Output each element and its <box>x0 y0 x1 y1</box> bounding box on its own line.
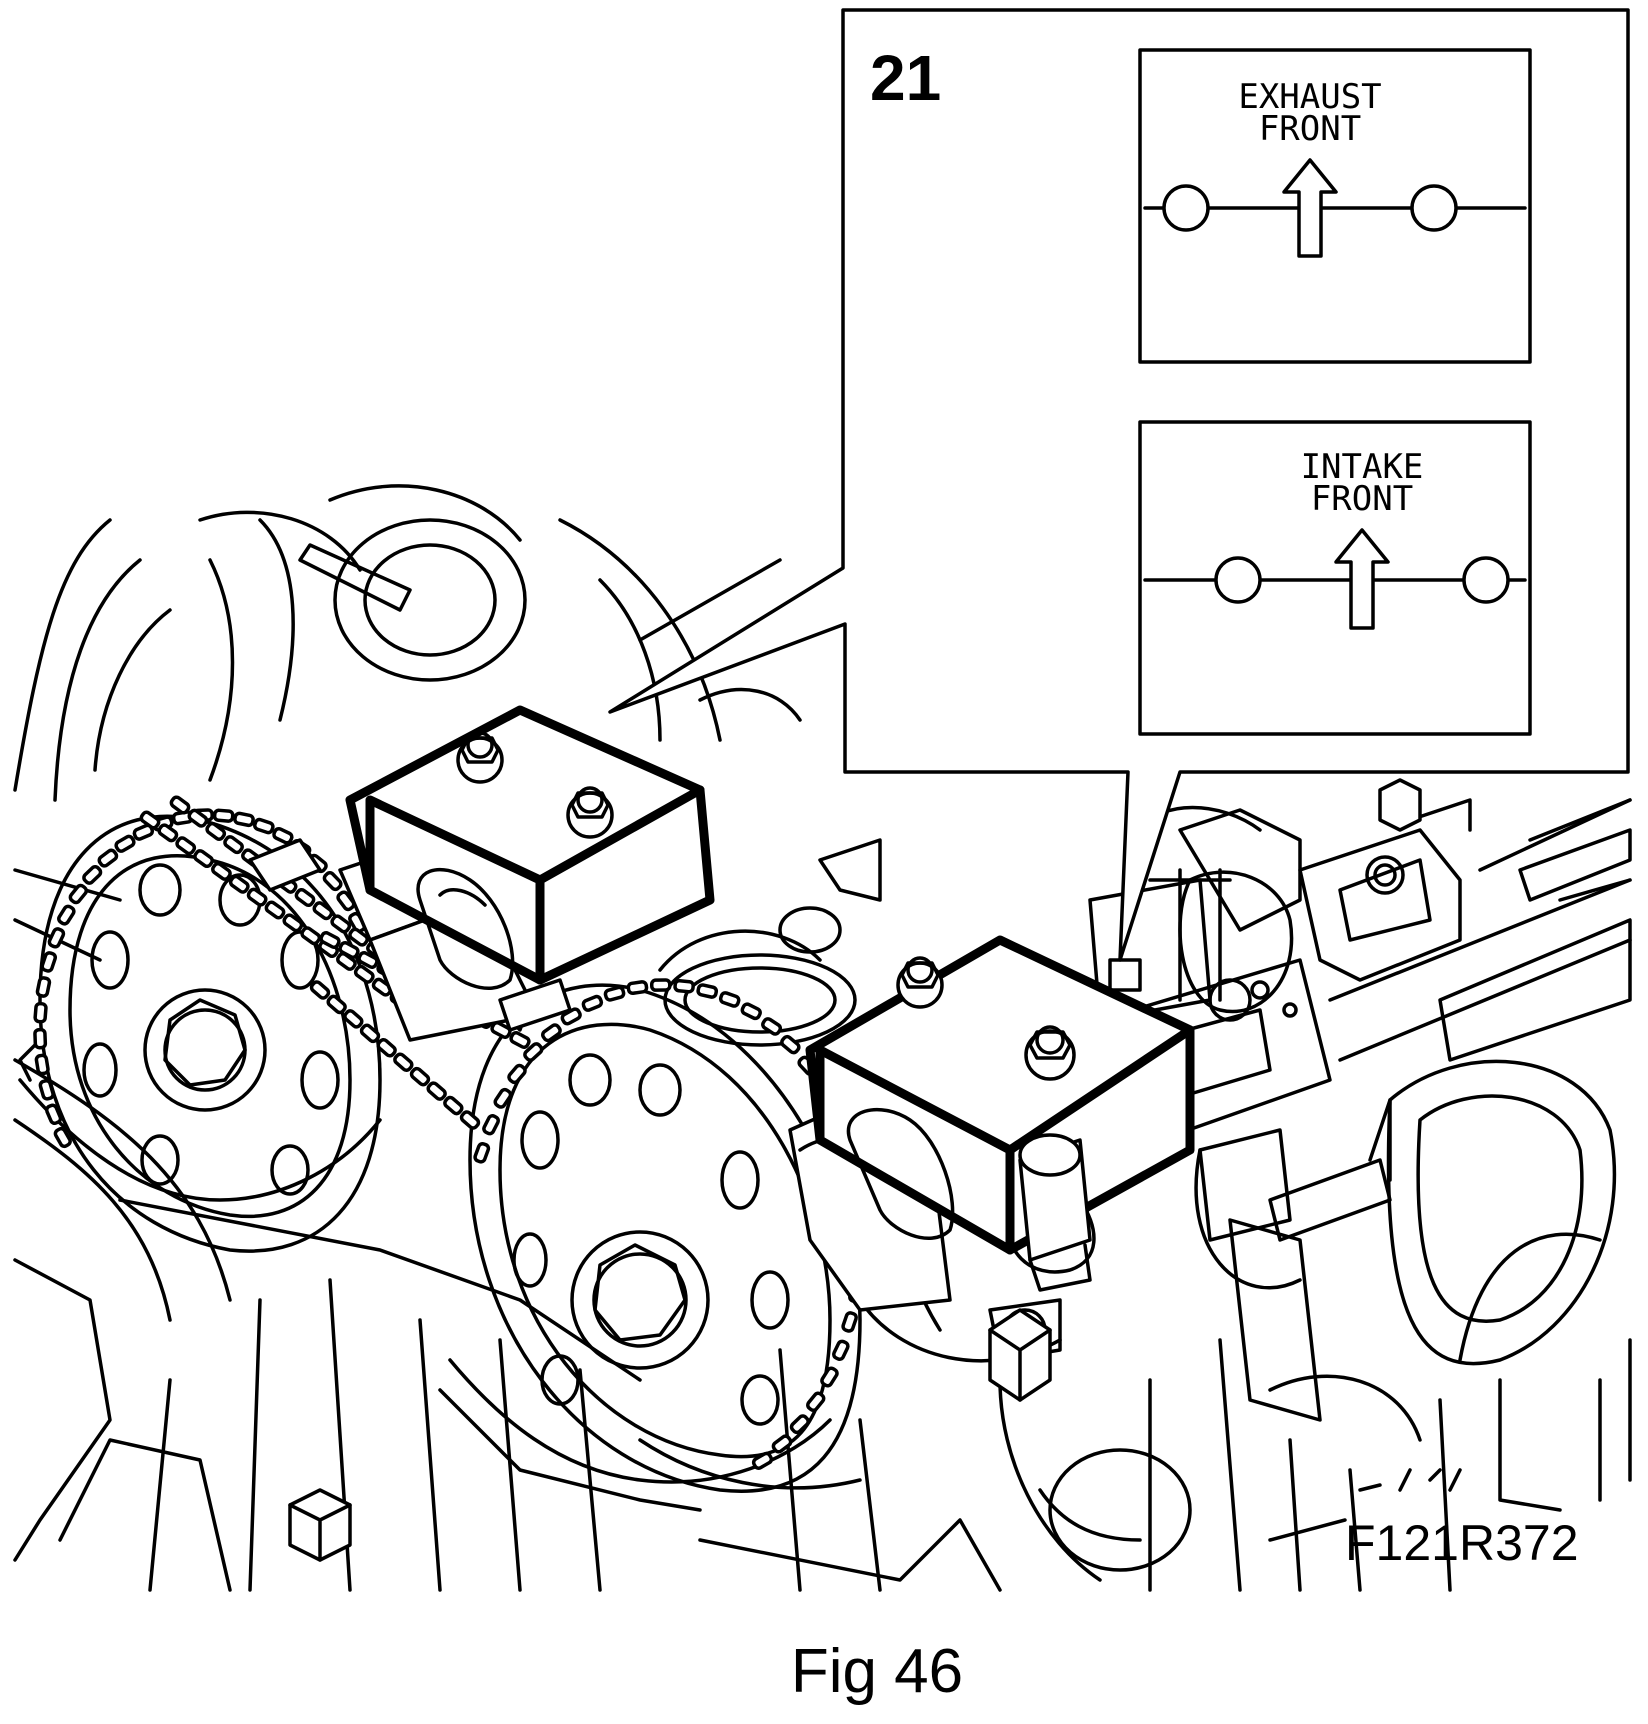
chain-link <box>841 1311 858 1333</box>
chain-link <box>357 951 379 969</box>
chain-link <box>473 1141 491 1164</box>
intake-camshaft-holding-tool <box>788 935 1195 1312</box>
chain-link <box>343 1009 364 1029</box>
chain-link <box>175 836 197 856</box>
figure-code: F121R372 <box>1345 1515 1579 1571</box>
chain-link <box>228 874 250 894</box>
chain-link <box>319 931 341 949</box>
chain-link <box>169 795 191 815</box>
chain-link <box>212 808 235 823</box>
chain-link <box>771 1434 793 1454</box>
chain-link <box>353 964 375 984</box>
chain-link <box>509 1031 531 1049</box>
chain-link <box>330 914 352 934</box>
chain-link <box>740 1002 762 1021</box>
chain-link <box>603 985 626 1002</box>
exhaust-front-inset: EXHAUST FRONT <box>1138 48 1532 364</box>
exhaust-label-line1: EXHAUST <box>1238 77 1381 117</box>
chain-link <box>789 1414 810 1435</box>
chain-link <box>47 927 66 949</box>
chain-link <box>233 811 255 828</box>
chain-link <box>751 1451 774 1470</box>
chain-link <box>673 978 695 994</box>
chain-link <box>806 1391 826 1413</box>
chain-link <box>264 900 286 920</box>
chain-link <box>426 1081 447 1101</box>
chain-link <box>409 1066 431 1087</box>
cylinder-head-bolts <box>288 778 1422 1562</box>
exhaust-label-line2: FRONT <box>1259 109 1361 149</box>
chain-link <box>294 887 316 908</box>
intake-label-line2: FRONT <box>1311 479 1413 519</box>
chain-link <box>114 834 136 853</box>
chain-link <box>253 817 275 835</box>
chain-link <box>187 808 209 828</box>
chain-link <box>482 1114 500 1136</box>
chain-link <box>33 1027 48 1050</box>
chain-link <box>507 1063 527 1085</box>
chain-link <box>326 994 347 1015</box>
chain-link <box>282 913 304 933</box>
chain-link <box>490 1021 512 1039</box>
chain-link <box>393 1052 414 1073</box>
chain-link <box>581 994 604 1012</box>
front-arrow-icon <box>1334 528 1390 630</box>
chain-link <box>33 1001 48 1024</box>
chain-link <box>193 849 214 869</box>
intake-sprocket <box>438 983 862 1512</box>
chain-link <box>338 941 360 959</box>
chain-link <box>832 1339 850 1361</box>
chain-link <box>68 883 89 905</box>
chain-link <box>523 1042 544 1062</box>
intake-label-line1: INTAKE <box>1301 447 1424 487</box>
chain-link <box>157 823 179 843</box>
chain-link <box>359 1023 381 1044</box>
front-arrow-icon <box>1282 158 1338 258</box>
chain-link <box>57 904 76 926</box>
chain-link <box>820 1366 839 1388</box>
illustration-code: F121R372 <box>1268 1468 1579 1571</box>
step-number: 21 <box>870 42 941 114</box>
chain-link <box>44 1103 63 1126</box>
chain-link <box>205 821 227 841</box>
chain-link <box>309 980 331 1000</box>
chain-link <box>718 991 741 1008</box>
chain-link <box>322 871 343 892</box>
chain-link <box>139 810 161 830</box>
chain-link <box>97 848 119 868</box>
exhaust-sprocket <box>18 814 382 1253</box>
chain-link <box>541 1023 562 1043</box>
exhaust-camshaft-holding-tool <box>248 705 715 1042</box>
chain-link <box>336 890 356 912</box>
chain-link <box>696 983 719 999</box>
chain-link <box>780 1034 801 1055</box>
chain-link <box>272 826 294 845</box>
chain-link <box>40 951 58 973</box>
chain-link <box>348 927 369 947</box>
chain-link <box>649 978 672 992</box>
chain-link <box>459 1110 481 1130</box>
chain-link <box>376 1037 397 1058</box>
chain-link <box>35 976 52 998</box>
chain-link <box>223 835 244 855</box>
chain-link <box>312 901 334 921</box>
chain-link <box>443 1095 464 1116</box>
chain-link <box>300 926 322 946</box>
chain-link <box>493 1087 513 1109</box>
chain-link <box>53 1126 72 1149</box>
chain-link <box>82 865 103 885</box>
intake-front-inset: INTAKE FRONT <box>1138 420 1532 736</box>
chain-link <box>34 1053 50 1076</box>
figure-caption: Fig 46 <box>791 1637 963 1706</box>
chain-link <box>211 861 232 881</box>
chain-link <box>246 887 268 907</box>
chain-link <box>761 1017 783 1036</box>
chain-link <box>38 1078 55 1101</box>
chain-link <box>626 980 649 996</box>
